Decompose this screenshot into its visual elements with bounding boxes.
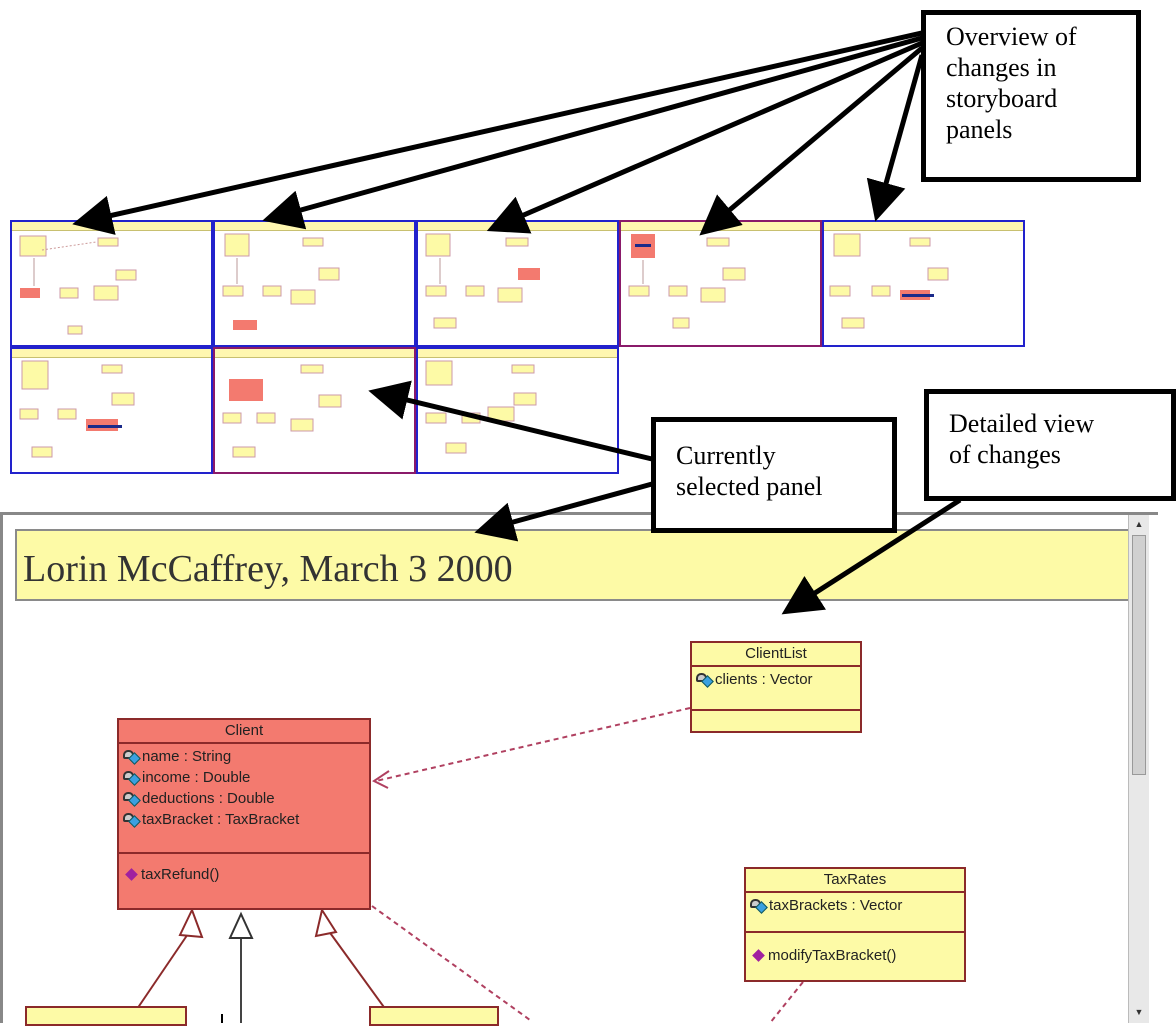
operation-row: taxRefund() xyxy=(125,858,361,885)
private-attribute-icon xyxy=(696,672,714,688)
scroll-up-icon[interactable]: ▲ xyxy=(1134,519,1144,529)
scroll-down-icon[interactable]: ▼ xyxy=(1134,1007,1144,1017)
storyboard-panel-5[interactable] xyxy=(822,220,1025,347)
attribute-row: taxBrackets : Vector xyxy=(750,895,960,916)
storyboard-panel-6[interactable] xyxy=(10,347,213,474)
private-attribute-icon xyxy=(750,898,768,914)
panel-title: Lorin McCaffrey, March 3 2000 xyxy=(23,548,513,590)
class-clientlist[interactable]: ClientList clients : Vector xyxy=(690,641,862,733)
class-operations: modifyTaxBracket() xyxy=(746,933,964,970)
class-taxrates[interactable]: TaxRates taxBrackets : Vector modifyTaxB… xyxy=(744,867,966,982)
callout-currently-selected: Currently selected panel xyxy=(651,417,897,533)
callout-detailed-view: Detailed view of changes xyxy=(924,389,1176,501)
attribute-row: income : Double xyxy=(123,767,365,788)
callout-overview: Overview of changes in storyboard panels xyxy=(921,10,1141,182)
private-attribute-icon xyxy=(123,791,141,807)
attribute-row: name : String xyxy=(123,746,365,767)
attribute-row: taxBracket : TaxBracket xyxy=(123,809,365,830)
class-client[interactable]: Client name : String income : Double ded… xyxy=(117,718,371,910)
class-attributes: clients : Vector xyxy=(692,667,860,711)
private-attribute-icon xyxy=(123,770,141,786)
class-name: TaxRates xyxy=(746,869,964,893)
panel-title-bar: Lorin McCaffrey, March 3 2000 xyxy=(15,529,1133,601)
class-name: ClientList xyxy=(692,643,860,667)
vertical-scrollbar[interactable]: ▲ ▼ xyxy=(1128,515,1149,1023)
class-attributes: taxBrackets : Vector xyxy=(746,893,964,933)
class-attributes: name : String income : Double deductions… xyxy=(119,744,369,854)
operation-row: modifyTaxBracket() xyxy=(752,937,956,966)
class-name: Client xyxy=(119,720,369,744)
attribute-row: deductions : Double xyxy=(123,788,365,809)
storyboard-panel-8[interactable] xyxy=(416,347,619,474)
private-attribute-icon xyxy=(123,749,141,765)
class-operations: taxRefund() xyxy=(119,854,369,889)
private-attribute-icon xyxy=(123,812,141,828)
attribute-row: clients : Vector xyxy=(696,669,856,690)
scroll-thumb[interactable] xyxy=(1132,535,1146,775)
storyboard-panel-2[interactable] xyxy=(213,220,416,347)
